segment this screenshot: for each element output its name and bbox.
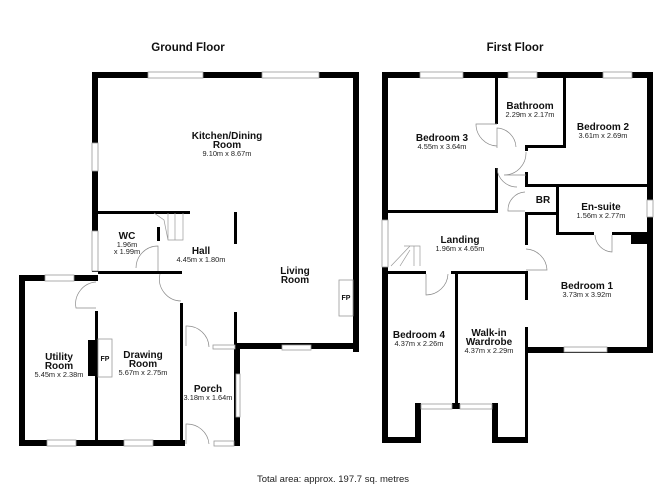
first-floor-doors: [390, 123, 613, 296]
first-floor-title: First Floor: [487, 42, 544, 54]
bedroom2-dims: 3.61m x 2.69m: [579, 131, 628, 140]
wc-dims: 1.96m: [117, 240, 138, 249]
utility-label-line2: Room: [45, 361, 73, 372]
landing-label: Landing: [441, 235, 480, 246]
first-floor-labels: Bedroom 3 4.55m x 3.64m Bathroom 2.29m x…: [393, 101, 630, 355]
drawing-label-line2: Room: [129, 359, 157, 370]
living-label-line2: Room: [281, 275, 309, 286]
drawing-label: Drawing: [123, 350, 162, 361]
wc-dims-line2: x 1.99m: [114, 247, 140, 256]
first-floor-windows: [381, 71, 654, 410]
wc-label: WC: [119, 231, 136, 242]
bathroom-dims: 2.29m x 2.17m: [506, 110, 555, 119]
drawing-fp-label: FP: [101, 356, 110, 363]
bedroom1-label: Bedroom 1: [561, 281, 614, 292]
kitchen-dims: 9.10m x 8.67m: [203, 149, 252, 158]
total-area: Total area: approx. 197.7 sq. metres: [257, 474, 409, 485]
kitchen-label-line2: Room: [213, 140, 241, 151]
bedroom3-dims: 4.55m x 3.64m: [418, 142, 467, 151]
landing-dims: 1.96m x 4.65m: [436, 244, 485, 253]
utility-label: Utility: [45, 352, 73, 363]
bathroom-label: Bathroom: [506, 101, 553, 112]
ground-floor-windows: [44, 71, 354, 447]
wardrobe-label-line2: Wardrobe: [466, 337, 513, 348]
drawing-fireplace: [97, 338, 113, 378]
ground-floor-doors: [75, 212, 210, 445]
drawing-dims: 5.67m x 2.75m: [119, 368, 168, 377]
living-fireplace: [338, 279, 354, 317]
bedroom4-dims: 4.37m x 2.26m: [395, 339, 444, 348]
porch-label: Porch: [194, 384, 222, 395]
hall-dims: 4.45m x 1.80m: [177, 255, 226, 264]
utility-dims: 5.45m x 2.38m: [35, 370, 84, 379]
living-label: Living: [280, 266, 309, 277]
bedroom3-label: Bedroom 3: [416, 133, 469, 144]
bedroom1-dims: 3.73m x 3.92m: [563, 290, 612, 299]
ensuite-label: En-suite: [581, 202, 621, 213]
wardrobe-dims: 4.37m x 2.29m: [465, 346, 514, 355]
bedroom2-label: Bedroom 2: [577, 122, 630, 133]
bedroom4-label: Bedroom 4: [393, 330, 446, 341]
living-fp-label: FP: [342, 295, 351, 302]
ground-floor-labels: Kitchen/Dining Room 9.10m x 8.67m WC 1.9…: [35, 131, 351, 402]
ensuite-dims: 1.56m x 2.77m: [577, 211, 626, 220]
kitchen-label: Kitchen/Dining: [192, 131, 263, 142]
hall-label: Hall: [192, 246, 211, 257]
wardrobe-label: Walk-in: [471, 328, 506, 339]
ground-floor-title: Ground Floor: [151, 42, 225, 54]
br-label: BR: [536, 195, 551, 206]
porch-dims: 3.18m x 1.64m: [184, 393, 233, 402]
